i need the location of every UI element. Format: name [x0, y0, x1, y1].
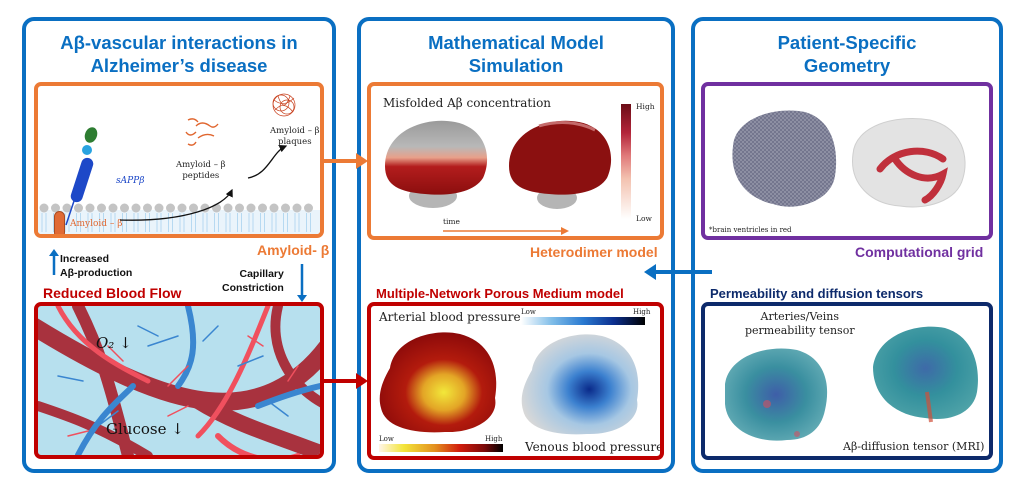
- column-title: Aβ-vascular interactions in Alzheimer’s …: [60, 32, 298, 76]
- lipid-head: [281, 203, 290, 213]
- amyloid-panel: sAPPβ Amyloid – β Amyloid – β peptides A…: [34, 82, 324, 238]
- plaques-icon: [272, 93, 296, 117]
- heterodimer-caption: Heterodimer model: [530, 244, 658, 260]
- mpm-caption: Multiple-Network Porous Medium model: [376, 286, 624, 301]
- lipid-head: [62, 203, 72, 213]
- venous-low-label: Low: [521, 308, 536, 316]
- tensor-panel: Arteries/Veins permeability tensor Aβ-di…: [701, 302, 993, 460]
- venous-high-label: High: [633, 308, 651, 316]
- mesh-brain-image: [732, 110, 837, 207]
- colorbar-low-label: Low: [636, 214, 652, 223]
- lipid-head: [304, 203, 313, 213]
- lipid-head: [51, 203, 60, 213]
- arterial-pressure-brain-image: [379, 332, 497, 433]
- time-arrow: [443, 227, 569, 235]
- geometry-to-model-arrow: [644, 264, 712, 280]
- venous-label: Venous blood pressure: [525, 440, 664, 454]
- arterial-low-label: Low: [379, 435, 394, 443]
- lipid-head: [131, 203, 141, 213]
- down-arrow-icon: [297, 264, 307, 302]
- amyloid-to-heterodimer-arrow: [324, 153, 368, 169]
- cleavage-arrow: [119, 144, 288, 221]
- colorbar-high-label: High: [636, 102, 655, 111]
- membrane-amyloid-icon: [54, 211, 65, 234]
- vessels-illustration: [38, 306, 320, 455]
- blood-flow-panel: O₂ ↓ Glucose ↓: [34, 302, 324, 459]
- brain-early-image: [385, 120, 488, 208]
- ventricles-note: *brain ventricles in red: [709, 226, 792, 234]
- peptides-icon: [185, 118, 219, 146]
- blood-panel-caption: Reduced Blood Flow: [43, 285, 182, 301]
- heterodimer-title: Misfolded Aβ concentration: [383, 96, 552, 110]
- venous-colorbar: [521, 317, 645, 325]
- lipid-head: [189, 203, 198, 213]
- heterodimer-panel: Misfolded Aβ concentration High Low time: [367, 82, 664, 240]
- up-arrow-icon: [49, 249, 59, 275]
- arterial-label: Arterial blood pressure: [379, 310, 521, 324]
- peptides-label: Amyloid – β peptides: [176, 160, 226, 181]
- plaques-label: Amyloid – β plaques: [270, 126, 320, 147]
- lipid-head: [166, 203, 175, 213]
- lipid-head: [292, 203, 302, 213]
- lipid-head: [235, 203, 244, 213]
- membrane-amyloid-label: Amyloid – β: [70, 219, 123, 229]
- sapp-molecule-icon: [65, 127, 98, 226]
- sapp-label: sAPPβ: [116, 176, 145, 186]
- diffusion-label: Aβ-diffusion tensor (MRI): [843, 440, 985, 453]
- capillary-constriction-label: Capillary Constriction: [222, 268, 284, 294]
- permeability-tensor-brain-image: [725, 348, 828, 441]
- time-label: time: [443, 217, 460, 226]
- ventricles-brain-image: [852, 118, 966, 208]
- lipid-head: [74, 203, 83, 213]
- tensor-caption: Permeability and diffusion tensors: [710, 286, 924, 301]
- lipid-head: [223, 203, 233, 213]
- venous-pressure-brain-image: [521, 334, 639, 435]
- amyloid-panel-caption: Amyloid- β: [257, 242, 330, 258]
- column-title: Mathematical Model Simulation: [428, 32, 604, 76]
- lipid-head: [177, 203, 187, 213]
- lipid-head: [246, 203, 256, 213]
- increased-production-label: Increased Aβ-production: [60, 253, 133, 279]
- glucose-label: Glucose ↓: [106, 420, 184, 438]
- blood-to-mpm-arrow: [324, 373, 368, 389]
- lipid-head: [108, 203, 118, 213]
- o2-label: O₂ ↓: [96, 334, 132, 352]
- mpm-panel: Arterial blood pressure Low High Low Hig…: [367, 302, 664, 460]
- lipid-head: [85, 203, 95, 213]
- brain-late-image: [509, 120, 612, 209]
- lipid-head: [97, 203, 106, 213]
- lipid-head: [154, 203, 164, 213]
- diffusion-tensor-brain-image: [873, 326, 978, 423]
- cell-membrane: [38, 203, 320, 234]
- computational-grid-caption: Computational grid: [855, 244, 984, 260]
- arterial-colorbar: [379, 444, 503, 452]
- concentration-colorbar: [621, 104, 631, 219]
- lipid-head: [120, 203, 129, 213]
- column-title: Patient-Specific Geometry: [777, 32, 917, 76]
- computational-grid-panel: *brain ventricles in red: [701, 82, 993, 240]
- lipid-head: [143, 203, 152, 213]
- lipid-head: [269, 203, 279, 213]
- permeability-label: Arteries/Veins permeability tensor: [745, 310, 855, 337]
- arterial-high-label: High: [485, 435, 503, 443]
- lipid-head: [258, 203, 267, 213]
- lipid-head: [39, 203, 49, 213]
